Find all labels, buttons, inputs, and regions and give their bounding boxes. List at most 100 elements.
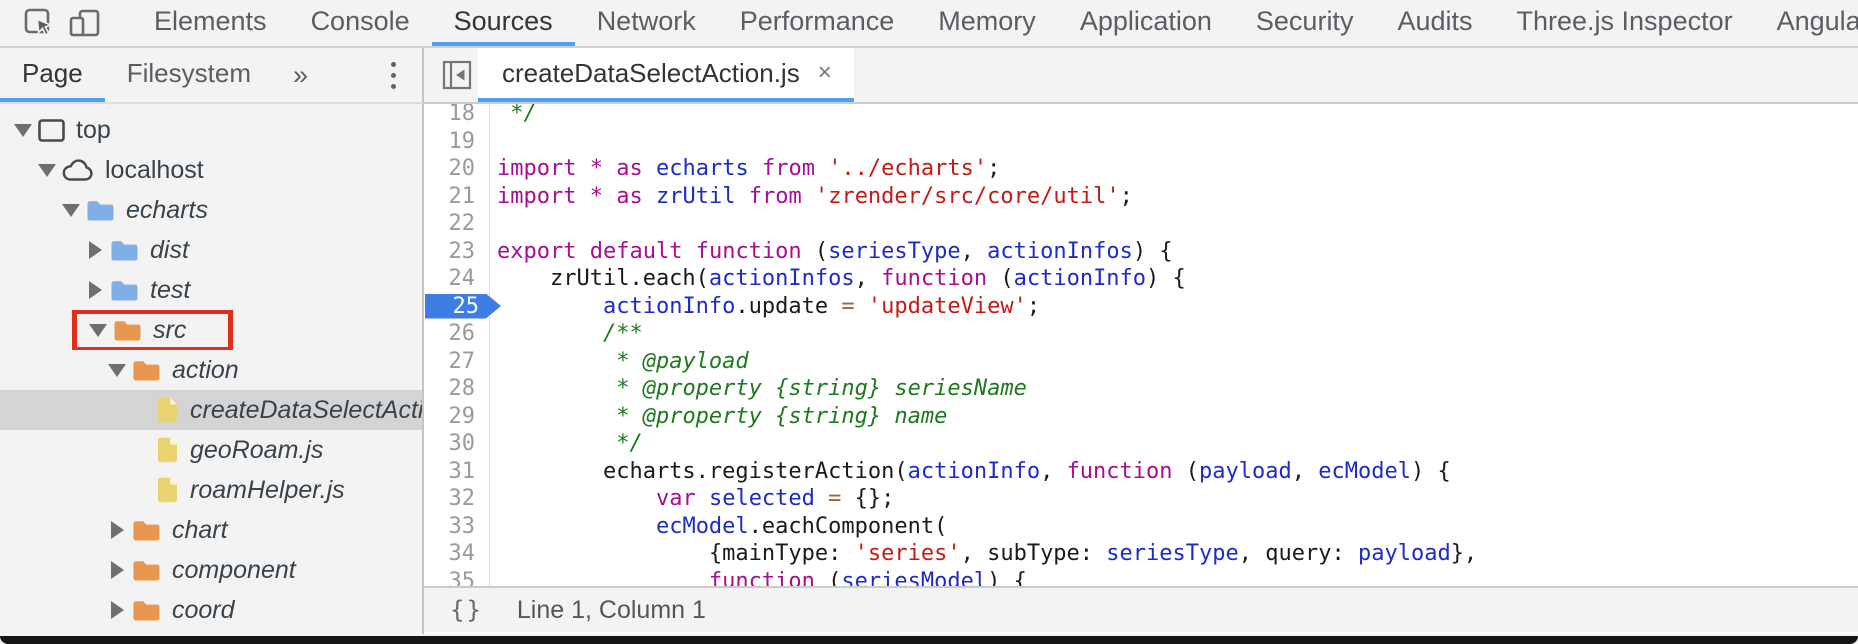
line-number-21[interactable]: 21 (424, 182, 490, 210)
triangle-down-icon[interactable] (87, 323, 109, 337)
triangle-down-icon[interactable] (36, 163, 58, 177)
code-text[interactable]: */ (602, 431, 643, 456)
triangle-down-icon[interactable] (60, 203, 82, 217)
line-number-22[interactable]: 22 (424, 210, 490, 238)
line-number-27[interactable]: 27 (424, 347, 490, 375)
tree-item-action[interactable]: action (0, 350, 422, 390)
triangle-down-icon[interactable] (106, 363, 128, 377)
tree-item-label: roamHelper.js (190, 475, 345, 504)
line-number-20[interactable]: 20 (424, 155, 490, 183)
tree-item-roamhelper-js[interactable]: roamHelper.js (0, 470, 422, 510)
code-line-34: 34 {mainType: 'series', subType: seriesT… (424, 540, 1858, 568)
tab-console[interactable]: Console (310, 5, 410, 36)
code-line-22: 22 (424, 210, 1858, 238)
close-tab-icon[interactable]: × (817, 59, 832, 86)
tab-memory[interactable]: Memory (938, 5, 1036, 36)
code-text[interactable]: var selected = {}; (655, 486, 895, 511)
line-number-34[interactable]: 34 (424, 540, 490, 568)
line-number-31[interactable]: 31 (424, 457, 490, 485)
tab-security[interactable]: Security (1255, 5, 1354, 36)
code-text[interactable]: zrUtil.each(actionInfos, function (actio… (497, 266, 1186, 291)
code-line-32: 32 var selected = {}; (424, 485, 1858, 513)
tree-item-dist[interactable]: dist (0, 230, 422, 270)
code-text[interactable]: * @property {string} seriesName (602, 376, 1027, 401)
inspect-element-icon[interactable] (22, 7, 56, 39)
triangle-right-icon[interactable] (84, 241, 106, 259)
code-text[interactable]: function (seriesModel) { (708, 568, 1027, 587)
code-line-21: 21 import * as zrUtil from 'zrender/src/c… (424, 182, 1858, 210)
code-text[interactable]: import * as echarts from '../echarts'; (497, 156, 1001, 181)
line-number-29[interactable]: 29 (424, 402, 490, 430)
code-text[interactable]: */ (497, 104, 537, 126)
window-bottom-edge (0, 636, 1858, 644)
tree-item-createdataselectaction-js[interactable]: createDataSelectAction.js (0, 390, 422, 430)
code-text[interactable]: ecModel.eachComponent( (655, 513, 948, 539)
tree-item-coord[interactable]: coord (0, 590, 422, 630)
code-text[interactable]: echarts.registerAction(actionInfo, funct… (497, 458, 1451, 484)
devtools-tab-strip: Elements Console Sources Network Performance… (132, 0, 1858, 46)
tab-network[interactable]: Network (596, 5, 696, 36)
line-number-18[interactable]: 18 (424, 104, 490, 128)
tab-application[interactable]: Application (1079, 5, 1212, 36)
more-tabs-icon[interactable]: » (292, 59, 309, 90)
tree-item-component[interactable]: component (0, 550, 422, 590)
line-number-35[interactable]: 35 (424, 567, 490, 586)
line-number-25[interactable]: 25 (424, 292, 501, 320)
code-line-26: 26 /** (424, 320, 1858, 348)
triangle-right-icon[interactable] (84, 281, 106, 299)
code-text[interactable]: actionInfo.update = 'updateView'; (602, 293, 1041, 319)
tree-item-label: top (76, 115, 111, 144)
line-number-23[interactable]: 23 (424, 237, 490, 265)
tab-three-js-inspector[interactable]: Three.js Inspector (1516, 5, 1733, 36)
tab-filesystem[interactable]: Filesystem (126, 57, 251, 88)
triangle-right-icon[interactable] (106, 561, 128, 579)
tree-item-label: createDataSelectAction.js (190, 395, 422, 424)
code-text[interactable] (490, 128, 1858, 156)
device-toolbar-icon[interactable] (68, 7, 102, 39)
hide-navigator-icon[interactable] (442, 48, 472, 102)
code-text[interactable] (490, 210, 1858, 238)
tree-item-test[interactable]: test (0, 270, 422, 310)
tab-sources[interactable]: Sources (431, 0, 575, 46)
pretty-print-button[interactable]: {} (450, 596, 483, 624)
tab-audits[interactable]: Audits (1397, 5, 1473, 36)
tree-item-top[interactable]: top (0, 110, 422, 150)
line-number-32[interactable]: 32 (424, 485, 490, 513)
code-text[interactable]: export default function (seriesType, act… (497, 238, 1173, 264)
code-line-18: 18 */ (424, 104, 1858, 128)
second-row: Page Filesystem » createDataSelectAction… (0, 48, 1858, 104)
tab-angularjs[interactable]: AngularJS (1776, 5, 1858, 36)
tab-elements[interactable]: Elements (154, 5, 267, 36)
breakpoint-badge[interactable]: 25 (425, 293, 501, 319)
tab-performance[interactable]: Performance (739, 5, 895, 36)
tree-item-echarts[interactable]: echarts (0, 190, 422, 230)
line-number-19[interactable]: 19 (424, 127, 490, 155)
tree-item-label: action (172, 355, 239, 384)
devtools-toolbar: Elements Console Sources Network Performance… (0, 0, 1858, 48)
line-number-30[interactable]: 30 (424, 430, 490, 458)
code-text[interactable]: * @property {string} name (602, 403, 948, 429)
line-number-26[interactable]: 26 (424, 320, 490, 348)
folder-icon (132, 559, 161, 582)
triangle-right-icon[interactable] (106, 521, 128, 539)
triangle-down-icon[interactable] (12, 123, 34, 137)
tree-item-georoam-js[interactable]: geoRoam.js (0, 430, 422, 470)
code-text[interactable]: /** (602, 321, 643, 346)
code-text[interactable]: import * as zrUtil from 'zrender/src/cor… (497, 183, 1133, 209)
code-line-19: 19 (424, 127, 1858, 156)
tab-page[interactable]: Page (0, 48, 105, 102)
kebab-menu-icon[interactable] (391, 61, 396, 89)
code-text[interactable]: * @payload (602, 348, 749, 374)
tree-item-label: test (150, 275, 191, 304)
triangle-right-icon[interactable] (106, 601, 128, 619)
file-tab-createdataselectaction[interactable]: createDataSelectAction.js × (478, 48, 854, 102)
tree-item-src[interactable]: src (0, 310, 422, 350)
code-text[interactable]: {mainType: 'series', subType: seriesType… (497, 541, 1478, 566)
line-number-24[interactable]: 24 (424, 265, 490, 293)
cursor-position-text: Line 1, Column 1 (516, 595, 706, 624)
line-number-28[interactable]: 28 (424, 375, 490, 403)
line-number-33[interactable]: 33 (424, 512, 490, 540)
tree-item-chart[interactable]: chart (0, 510, 422, 550)
tree-item-localhost[interactable]: localhost (0, 150, 422, 190)
